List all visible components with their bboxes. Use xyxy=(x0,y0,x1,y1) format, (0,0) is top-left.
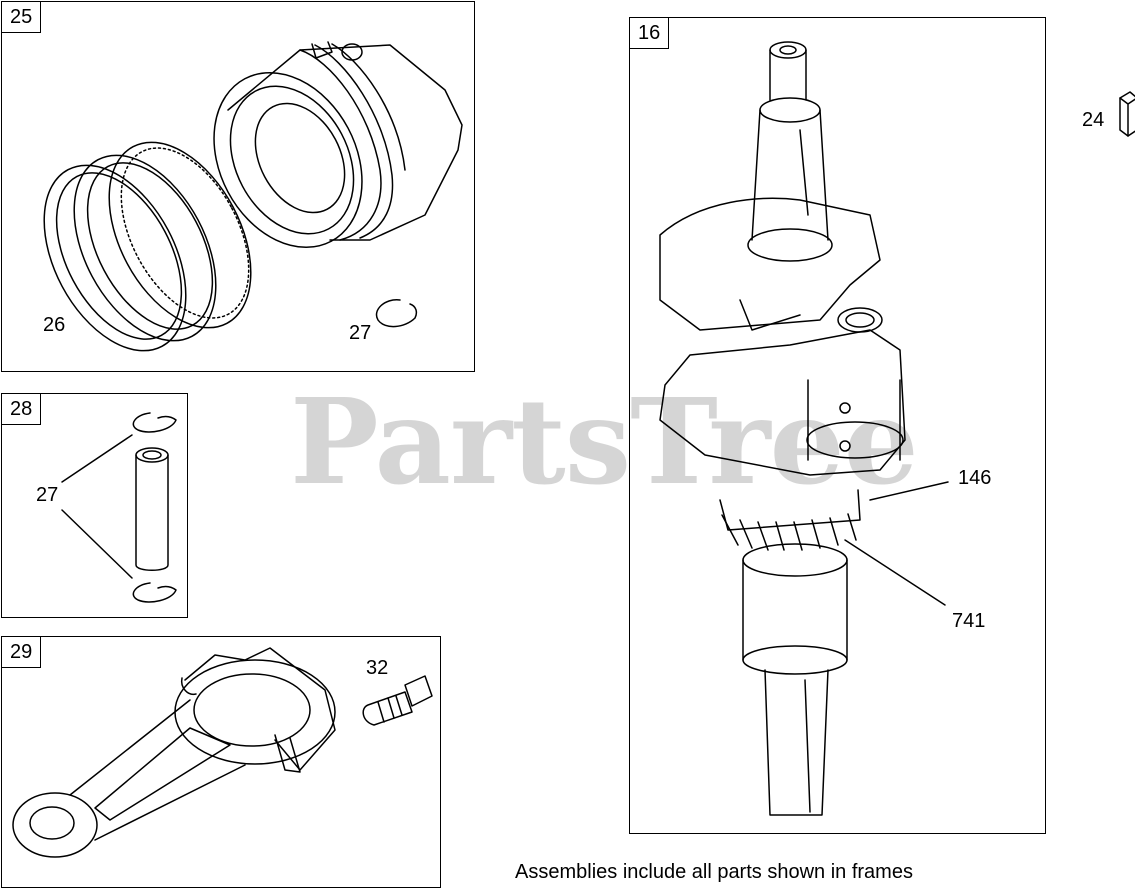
callout-32: 32 xyxy=(366,657,389,679)
retaining-clip-drawing xyxy=(375,299,418,328)
crankshaft-drawing xyxy=(659,41,949,816)
watermark-logo: PartsTree xyxy=(290,372,919,511)
leader-27-lines xyxy=(61,434,133,579)
piston-rings-drawing xyxy=(43,141,252,352)
callout-24: 24 xyxy=(1082,109,1105,131)
pin-clip-bottom-drawing xyxy=(132,582,177,603)
frame-crankshaft-assembly: 16 xyxy=(629,17,1046,834)
woodruff-key-drawing xyxy=(1119,91,1135,137)
callout-27-frame28: 27 xyxy=(36,484,59,506)
frame-pin-assembly: 28 xyxy=(1,393,188,618)
leader-741-line xyxy=(844,539,946,606)
connecting-rod-drawing xyxy=(12,647,336,858)
callout-27-frame25: 27 xyxy=(349,322,372,344)
callout-741: 741 xyxy=(952,610,986,632)
assemblies-note: Assemblies include all parts shown in fr… xyxy=(515,861,913,883)
callout-26: 26 xyxy=(43,314,66,336)
frame-tag-29: 29 xyxy=(2,637,42,668)
leader-146-line xyxy=(869,481,949,501)
frame-tag-28: 28 xyxy=(2,394,42,425)
callout-146: 146 xyxy=(958,467,992,489)
frame-tag-25: 25 xyxy=(2,2,42,33)
frame-piston-assembly: 25 xyxy=(1,1,475,372)
piston-drawing xyxy=(213,41,463,249)
wrist-pin-drawing xyxy=(135,447,169,571)
rod-bolt-drawing xyxy=(362,675,433,726)
pin-clip-top-drawing xyxy=(132,412,177,433)
frame-tag-16: 16 xyxy=(630,18,670,49)
frame-connecting-rod-assembly: 29 xyxy=(1,636,441,888)
